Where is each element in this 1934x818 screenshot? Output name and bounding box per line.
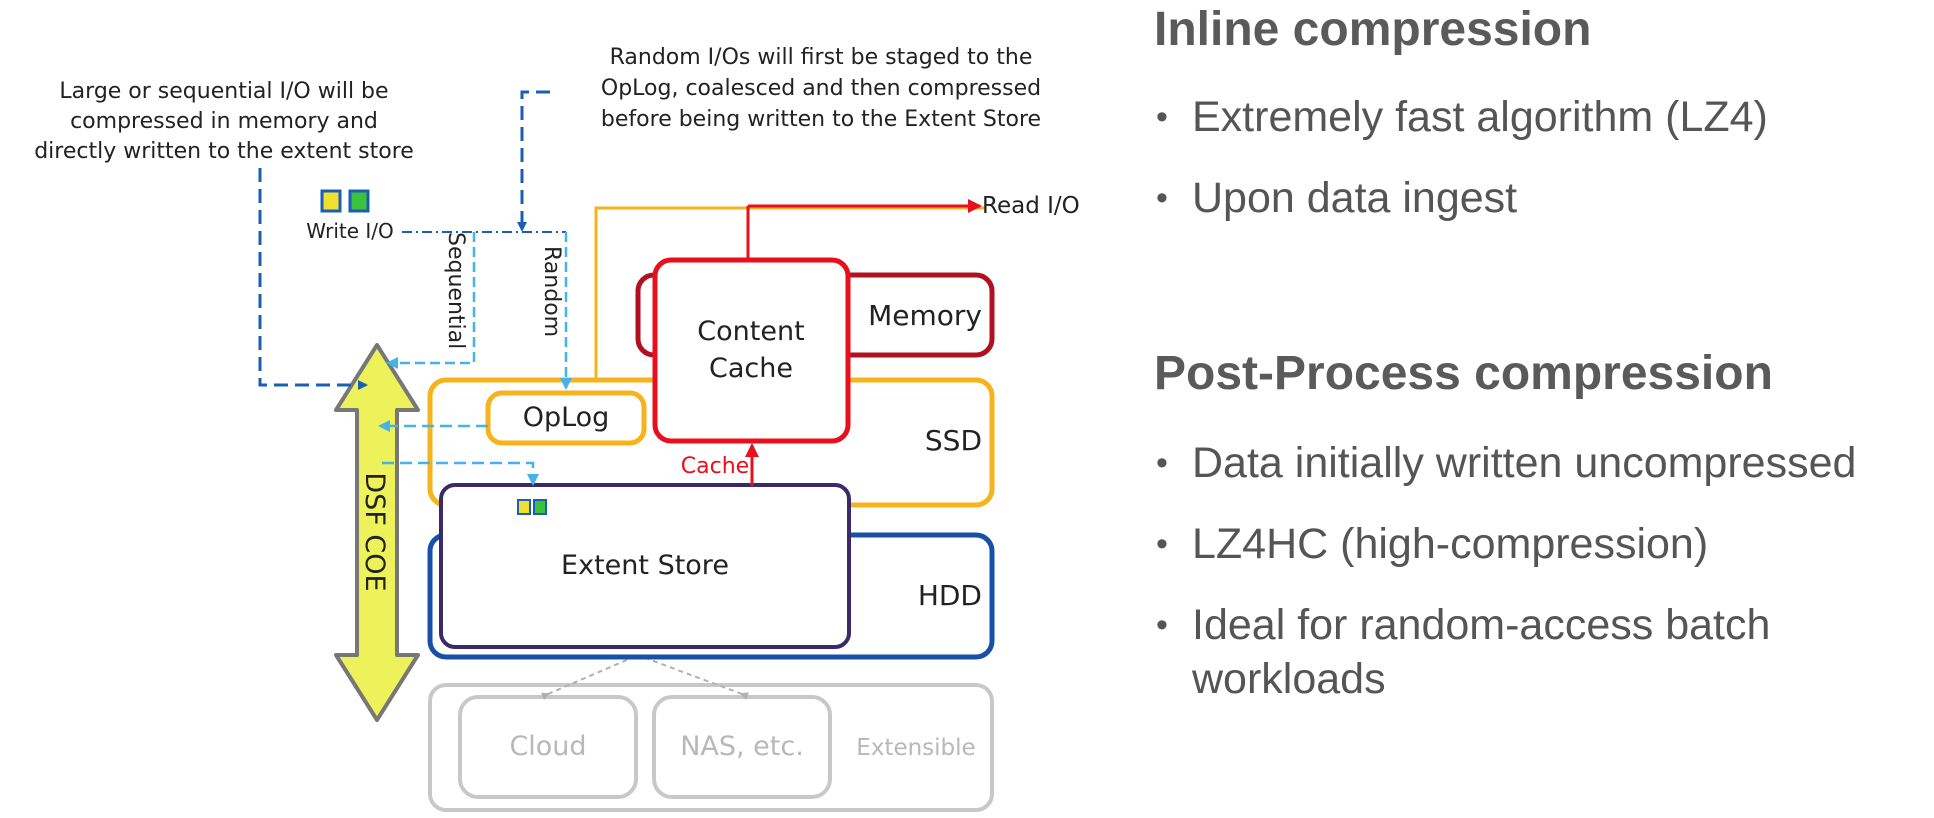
read-io-label: Read I/O bbox=[982, 193, 1080, 219]
extent-block-icon bbox=[533, 499, 547, 515]
post-process-compression-heading: Post-Process compression bbox=[1154, 347, 1773, 400]
svg-text:directly written to the extent: directly written to the extent store bbox=[34, 139, 414, 164]
arrow-to-extent-line bbox=[382, 461, 539, 486]
list-item: •LZ4HC (high-compression) bbox=[1150, 517, 1872, 571]
svg-text:Random I/Os will first be stag: Random I/Os will first be staged to the bbox=[610, 45, 1033, 70]
extent-store-label: Extent Store bbox=[561, 550, 729, 581]
sequential-note-line bbox=[258, 168, 368, 390]
ssd-label: SSD bbox=[925, 424, 982, 457]
extensible-label: Extensible bbox=[856, 735, 975, 761]
extensible-connector bbox=[639, 655, 750, 700]
content-cache-label-line1: Content bbox=[697, 316, 804, 347]
svg-text:compressed in memory and: compressed in memory and bbox=[70, 109, 378, 134]
sequential-label: Sequential bbox=[443, 232, 468, 349]
post-process-compression-list: •Data initially written uncompressed •LZ… bbox=[1150, 436, 1872, 733]
write-io-icon bbox=[348, 189, 370, 213]
write-io-label: Write I/O bbox=[306, 219, 394, 243]
bullet-icon: • bbox=[1156, 444, 1168, 482]
random-note-line bbox=[517, 90, 550, 232]
dsf-coe-label: DSF COE bbox=[359, 472, 390, 591]
extensible-connector bbox=[540, 655, 637, 701]
oplog-label: OpLog bbox=[523, 402, 610, 433]
dsf-coe-arrow: DSF COE bbox=[334, 343, 420, 722]
bullet-icon: • bbox=[1156, 525, 1168, 563]
cache-label: Cache bbox=[681, 454, 749, 479]
compression-summary-panel: Inline compression •Extremely fast algor… bbox=[1150, 0, 1934, 818]
extent-block-icon bbox=[517, 499, 531, 515]
svg-text:Large or sequential I/O will b: Large or sequential I/O will be bbox=[59, 79, 388, 104]
nas-label: NAS, etc. bbox=[680, 731, 804, 762]
content-cache: Content Cache bbox=[652, 257, 851, 444]
compression-diagram: Cloud NAS, etc. Extensible HDD SSD Memor… bbox=[34, 45, 1080, 812]
content-cache-label-line2: Cache bbox=[709, 353, 793, 384]
write-io-icon bbox=[320, 189, 342, 213]
oplog: OpLog bbox=[485, 390, 647, 446]
inline-compression-heading: Inline compression bbox=[1154, 3, 1592, 56]
sequential-annotation: Large or sequential I/O will be compress… bbox=[34, 79, 414, 164]
sequential-flow-line bbox=[386, 232, 476, 369]
extent-store: Extent Store bbox=[439, 483, 851, 649]
list-item: •Extremely fast algorithm (LZ4) bbox=[1150, 90, 1768, 144]
random-annotation: Random I/Os will first be staged to the … bbox=[601, 45, 1041, 132]
memory-label: Memory bbox=[868, 299, 982, 332]
cloud-label: Cloud bbox=[509, 731, 586, 762]
svg-text:before being written to the Ex: before being written to the Extent Store bbox=[601, 107, 1041, 132]
random-label: Random bbox=[539, 246, 564, 337]
bullet-icon: • bbox=[1156, 98, 1168, 136]
list-item: •Data initially written uncompressed bbox=[1150, 436, 1872, 490]
list-item: •Upon data ingest bbox=[1150, 171, 1768, 225]
read-path-line bbox=[594, 206, 985, 380]
list-item: •Ideal for random-access batch workloads bbox=[1150, 598, 1872, 706]
bullet-icon: • bbox=[1156, 179, 1168, 217]
extensible-tier: Cloud NAS, etc. Extensible bbox=[428, 655, 994, 812]
svg-text:OpLog, coalesced and then comp: OpLog, coalesced and then compressed bbox=[601, 76, 1041, 101]
inline-compression-list: •Extremely fast algorithm (LZ4) •Upon da… bbox=[1150, 90, 1768, 252]
bullet-icon: • bbox=[1156, 606, 1168, 644]
hdd-label: HDD bbox=[918, 579, 982, 612]
